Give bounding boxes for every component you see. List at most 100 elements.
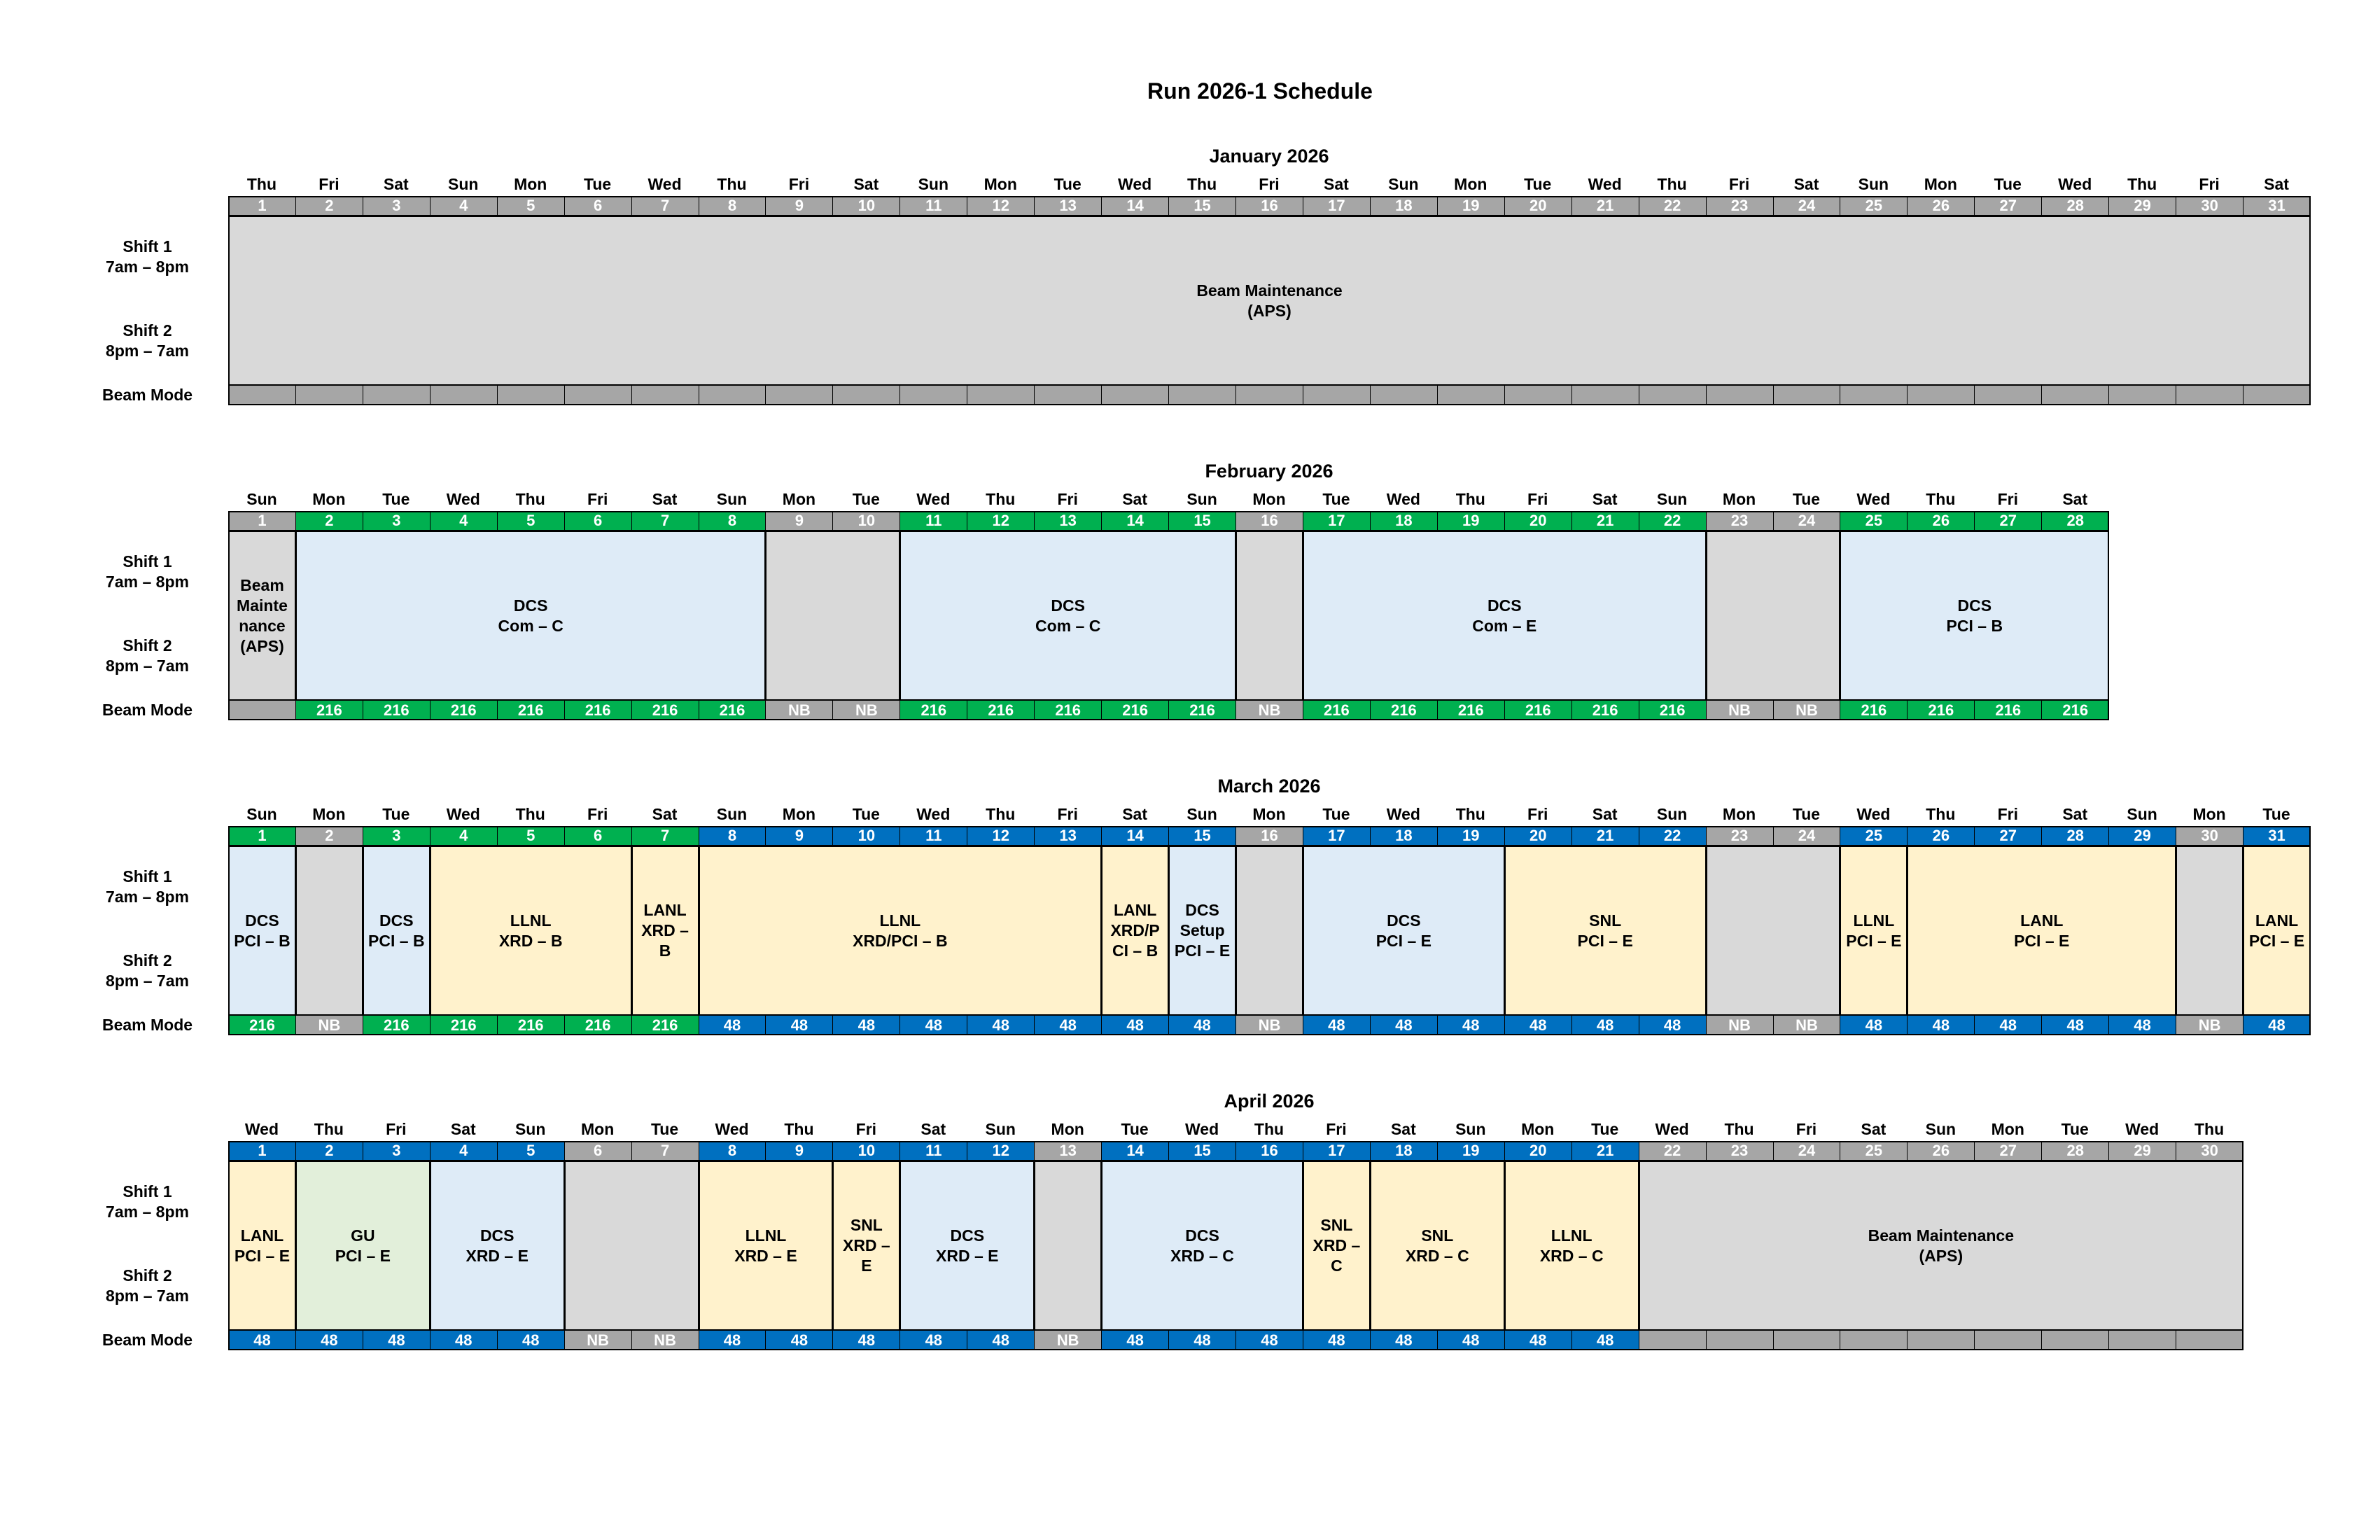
day-number: 14 xyxy=(1101,826,1170,846)
day-number: 24 xyxy=(1772,196,1841,216)
beam-mode-cell: NB xyxy=(1705,1015,1774,1035)
day-number: 30 xyxy=(2176,826,2244,846)
beam-mode-cell: 48 xyxy=(765,1015,834,1035)
day-number: 1 xyxy=(228,511,296,531)
beam-mode-cell: 216 xyxy=(1840,700,1908,720)
weekday-label: Sat xyxy=(2062,805,2088,823)
beam-mode-cell: NB xyxy=(832,700,901,720)
day-number: 8 xyxy=(698,826,766,846)
beam-mode-cell: 48 xyxy=(698,1330,766,1350)
weekday-label: Mon xyxy=(1051,1120,1084,1138)
beam-mode-cell: 216 xyxy=(496,700,565,720)
day-number: 2 xyxy=(295,511,363,531)
weekday-label: Wed xyxy=(1856,805,1891,823)
weekday-label: Fri xyxy=(1326,1120,1347,1138)
month-title: January 2026 xyxy=(1209,146,1329,167)
beam-mode-cell: 216 xyxy=(1571,700,1639,720)
day-number: 20 xyxy=(1504,826,1572,846)
beam-mode-cell xyxy=(1436,385,1505,405)
beam-mode-label: Beam Mode xyxy=(102,1016,193,1034)
day-number: 22 xyxy=(1638,196,1707,216)
day-number: 25 xyxy=(1840,1141,1908,1161)
weekday-label: Fri xyxy=(587,490,608,508)
weekday-label: Tue xyxy=(382,805,410,823)
day-number: 4 xyxy=(429,826,498,846)
beam-mode-cell: 216 xyxy=(631,1015,699,1035)
weekday-label: Sat xyxy=(1592,490,1618,508)
day-number: 10 xyxy=(832,826,901,846)
beam-mode-cell xyxy=(2041,1330,2110,1350)
weekday-label: Mon xyxy=(1924,175,1957,193)
beam-mode-cell: 48 xyxy=(295,1330,363,1350)
beam-mode-cell xyxy=(2108,385,2177,405)
day-number: 13 xyxy=(1034,1141,1102,1161)
day-number: 9 xyxy=(765,826,834,846)
weekday-label: Thu xyxy=(1254,1120,1284,1138)
day-number: 2 xyxy=(295,826,363,846)
weekday-label: Mon xyxy=(1521,1120,1555,1138)
day-number: 12 xyxy=(967,511,1035,531)
day-number: 27 xyxy=(1974,826,2043,846)
beam-mode-cell xyxy=(2176,1330,2244,1350)
day-number: 13 xyxy=(1034,196,1102,216)
weekday-label: Thu xyxy=(2194,1120,2225,1138)
weekday-label: Thu xyxy=(1455,490,1485,508)
day-number: 3 xyxy=(362,1141,430,1161)
experiment-block: DCS Com – C xyxy=(899,531,1237,701)
beam-mode-cell: 216 xyxy=(564,1015,632,1035)
beam-mode-cell: 216 xyxy=(1369,700,1438,720)
weekday-label: Mon xyxy=(312,490,346,508)
beam-mode-cell: NB xyxy=(1236,1015,1303,1035)
weekday-label: Tue xyxy=(852,490,880,508)
day-number: 23 xyxy=(1705,1141,1774,1161)
beam-mode-cell: NB xyxy=(1772,1015,1841,1035)
experiment-block: LLNL XRD – B xyxy=(429,846,632,1016)
weekday-label: Sun xyxy=(985,1120,1016,1138)
weekday-label: Thu xyxy=(2127,175,2157,193)
beam-mode-cell: 216 xyxy=(1302,700,1371,720)
beam-mode-cell xyxy=(2176,385,2244,405)
day-number: 1 xyxy=(228,196,296,216)
weekday-label: Sat xyxy=(2264,175,2289,193)
day-number: 31 xyxy=(2243,196,2311,216)
day-number: 17 xyxy=(1302,196,1371,216)
day-number: 22 xyxy=(1638,826,1707,846)
experiment-block: SNL PCI – E xyxy=(1504,846,1707,1016)
day-number: 3 xyxy=(362,826,430,846)
beam-mode-cell xyxy=(1907,1330,1975,1350)
beam-mode-label: Beam Mode xyxy=(102,386,193,404)
beam-mode-cell: NB xyxy=(631,1330,699,1350)
beam-mode-cell: 48 xyxy=(362,1330,430,1350)
experiment-block: LLNL XRD – E xyxy=(698,1161,834,1331)
day-number: 7 xyxy=(631,196,699,216)
experiment-block: SNL XRD – C xyxy=(1369,1161,1505,1331)
beam-mode-cell xyxy=(564,385,632,405)
day-number: 11 xyxy=(899,196,968,216)
beam-mode-cell: 216 xyxy=(2041,700,2110,720)
beam-mode-cell xyxy=(228,385,296,405)
weekday-label: Wed xyxy=(648,175,682,193)
weekday-label: Fri xyxy=(1997,805,2018,823)
beam-mode-cell: 216 xyxy=(1974,700,2043,720)
beam-mode-cell xyxy=(899,385,968,405)
day-number: 13 xyxy=(1034,511,1102,531)
beam-mode-cell xyxy=(1772,1330,1841,1350)
day-number: 7 xyxy=(631,1141,699,1161)
day-number: 23 xyxy=(1705,826,1774,846)
day-number: 14 xyxy=(1101,1141,1170,1161)
day-number: 9 xyxy=(765,1141,834,1161)
day-number: 4 xyxy=(429,196,498,216)
day-number: 25 xyxy=(1840,196,1908,216)
day-number: 19 xyxy=(1436,1141,1505,1161)
weekday-label: Wed xyxy=(715,1120,749,1138)
day-number: 8 xyxy=(698,196,766,216)
weekday-label: Fri xyxy=(1057,490,1078,508)
weekday-label: Tue xyxy=(1792,490,1821,508)
beam-mode-cell: 48 xyxy=(1436,1015,1505,1035)
weekday-label: Wed xyxy=(916,490,951,508)
no-beam-block xyxy=(295,846,363,1016)
beam-mode-cell xyxy=(1168,385,1237,405)
beam-mode-cell xyxy=(1302,385,1371,405)
shift1-label: Shift 1 7am – 8pm xyxy=(106,1182,189,1221)
weekday-label: Mon xyxy=(1722,490,1756,508)
